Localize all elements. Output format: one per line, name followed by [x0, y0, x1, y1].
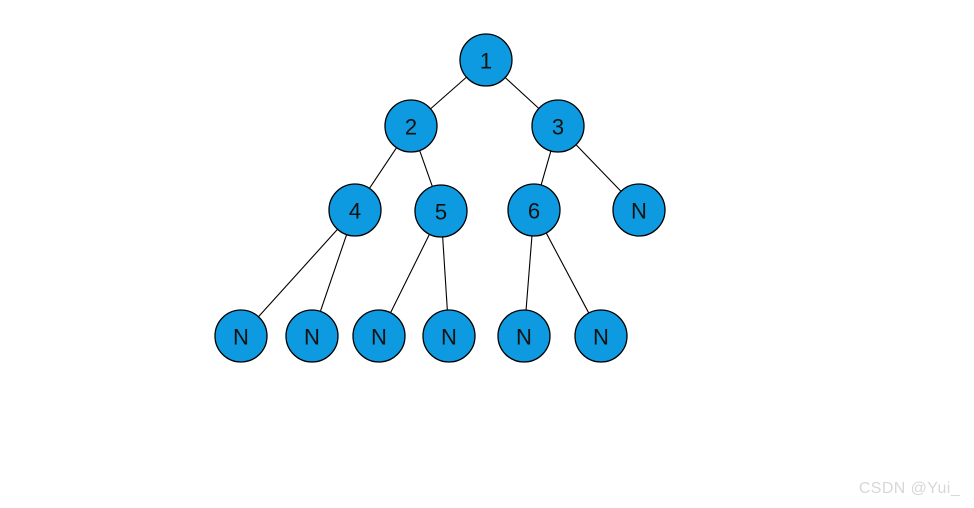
- tree-node-label: 2: [405, 115, 417, 140]
- tree-node-circle[interactable]: [612, 183, 666, 237]
- edge-layer: [257, 76, 623, 318]
- tree-node[interactable]: N: [422, 309, 476, 363]
- tree-edge: [429, 76, 468, 110]
- tree-edge: [545, 231, 590, 315]
- tree-node-label: N: [631, 199, 647, 224]
- tree-edge: [574, 143, 623, 193]
- tree-edge: [504, 76, 540, 110]
- tree-node[interactable]: 3: [531, 99, 585, 153]
- tree-node[interactable]: N: [352, 309, 406, 363]
- tree-node-label: N: [441, 325, 457, 350]
- tree-node[interactable]: 6: [507, 183, 561, 237]
- tree-node-circle[interactable]: [384, 99, 438, 153]
- tree-node-label: 3: [552, 115, 564, 140]
- tree-node-circle[interactable]: [507, 183, 561, 237]
- tree-node-label: N: [371, 325, 387, 350]
- tree-node-circle[interactable]: [422, 309, 476, 363]
- tree-node[interactable]: N: [612, 183, 666, 237]
- tree-node-circle[interactable]: [531, 99, 585, 153]
- tree-node-label: 5: [435, 200, 447, 225]
- tree-node-label: N: [304, 325, 320, 350]
- tree-edge: [368, 146, 398, 190]
- tree-edge: [257, 228, 339, 318]
- tree-edge: [389, 233, 431, 314]
- tree-edge: [418, 149, 434, 188]
- tree-node[interactable]: 1: [459, 33, 513, 87]
- tree-node[interactable]: N: [214, 309, 268, 363]
- tree-edge: [319, 233, 348, 313]
- tree-node-label: 4: [349, 199, 361, 224]
- tree-node-circle[interactable]: [459, 33, 513, 87]
- tree-edge: [525, 234, 533, 312]
- tree-edge: [540, 149, 552, 187]
- tree-node[interactable]: N: [285, 309, 339, 363]
- tree-node[interactable]: 5: [414, 184, 468, 238]
- tree-node-circle[interactable]: [352, 309, 406, 363]
- tree-node[interactable]: N: [574, 309, 628, 363]
- tree-node-circle[interactable]: [328, 183, 382, 237]
- tree-node-circle[interactable]: [497, 309, 551, 363]
- tree-node-label: N: [233, 325, 249, 350]
- watermark-text: CSDN @Yui_: [858, 480, 960, 497]
- tree-node[interactable]: 2: [384, 99, 438, 153]
- tree-node-circle[interactable]: [285, 309, 339, 363]
- tree-node-label: N: [593, 325, 609, 350]
- tree-node-label: 6: [528, 199, 540, 224]
- tree-node-circle[interactable]: [214, 309, 268, 363]
- tree-node-label: 1: [480, 49, 492, 74]
- tree-node[interactable]: N: [497, 309, 551, 363]
- tree-node[interactable]: 4: [328, 183, 382, 237]
- tree-edge: [442, 235, 448, 312]
- tree-node-circle[interactable]: [414, 184, 468, 238]
- tree-node-circle[interactable]: [574, 309, 628, 363]
- tree-node-label: N: [516, 325, 532, 350]
